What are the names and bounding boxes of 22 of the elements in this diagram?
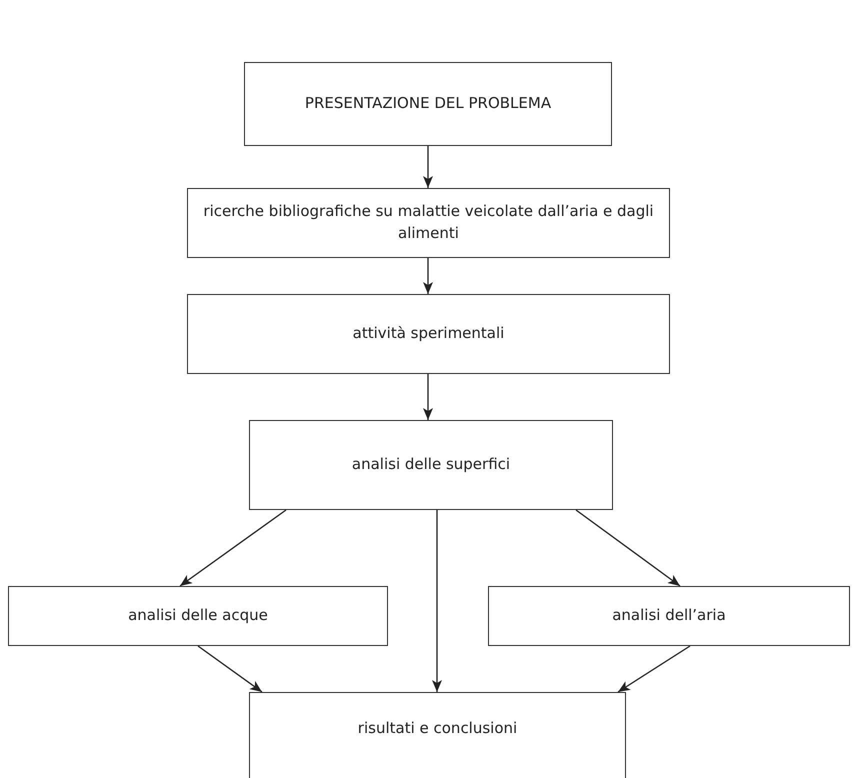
arrow [198,645,262,693]
arrow [423,258,433,294]
box-label: PRESENTAZIONE DEL PROBLEMA [304,93,552,114]
process-box [488,586,850,646]
process-box [249,692,626,778]
process-box [187,188,670,258]
box-label: attività sperimentali [352,323,506,344]
box-label: analisi dell’aria [611,605,727,626]
box-label: ricerche bibliografiche su malattie veicolate dall’aria e dagli alimenti [202,201,655,244]
process-box [249,420,613,510]
arrow [180,509,286,587]
process-box [187,294,670,374]
box-label: analisi delle superfici [350,454,512,476]
box-label: analisi delle acque [127,605,269,626]
process-box [244,62,612,146]
arrow [423,374,433,420]
arrow [576,509,680,587]
arrow [423,146,433,188]
arrow [618,645,690,693]
process-box [8,586,388,646]
arrow [432,510,442,692]
box-label: risultati e conclusioni [356,718,518,739]
